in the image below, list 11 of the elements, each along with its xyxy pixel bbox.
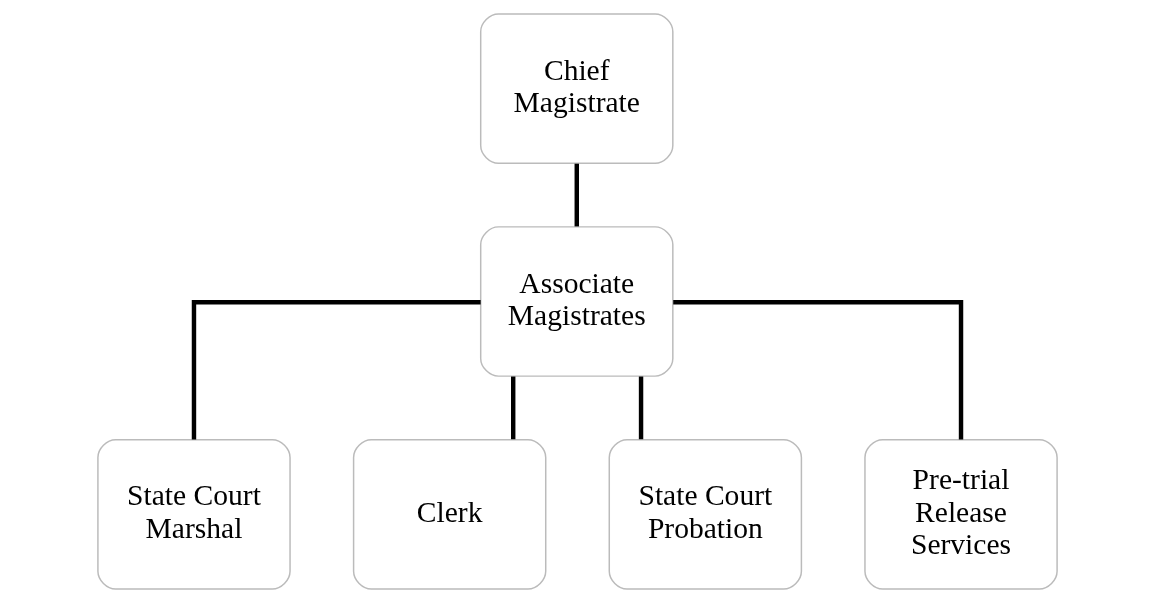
connector: [191, 300, 481, 440]
node-box: Pre-trial Release Services: [864, 438, 1058, 590]
node-box: Chief Magistrate: [479, 13, 674, 165]
connector: [511, 376, 516, 440]
node-box: Clerk: [352, 438, 547, 590]
node-box: State Court Probation: [608, 438, 803, 590]
connector: [673, 300, 964, 440]
node-box: Associate Magistrates: [479, 226, 674, 377]
node-box: State Court Marshal: [97, 438, 291, 590]
connector: [638, 376, 644, 440]
connector: [574, 163, 579, 227]
